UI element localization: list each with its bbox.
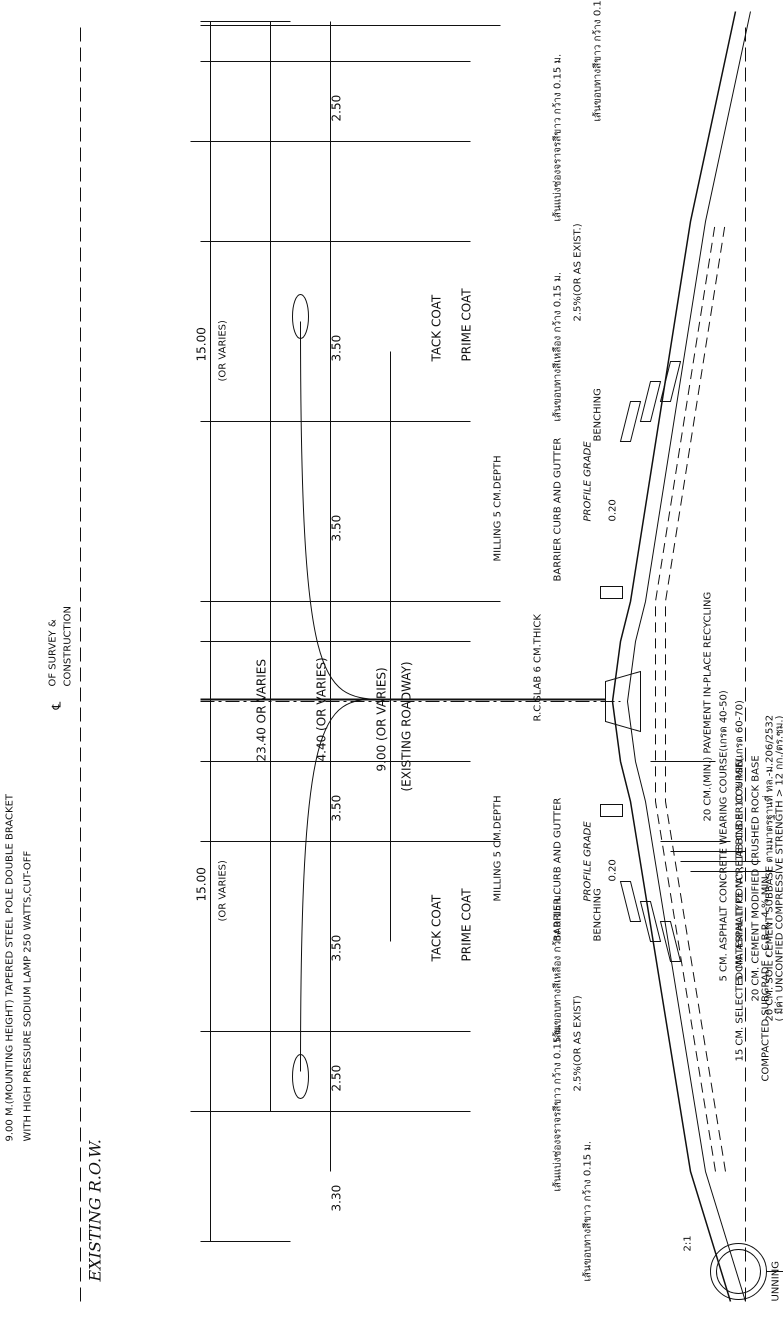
dim-left-half-varies: (OR VARIES) bbox=[217, 859, 228, 921]
layer-1: 5 CM. ASPHALT CONCRETE WEARING COURSE(เก… bbox=[718, 690, 729, 981]
dim-lane-right-outer: 3.50 bbox=[329, 334, 343, 361]
dim-outer-left: 3.30 bbox=[329, 1184, 343, 1211]
drain-pipe-inner bbox=[715, 1248, 761, 1294]
slope-right: 2.5%(OR AS EXIST.) bbox=[572, 223, 583, 321]
yellow-line-left: เส้นขอบทางสีเหลือง กว้าง 0.15 ม. bbox=[551, 891, 563, 1041]
prime-coat-left: PRIME COAT bbox=[459, 887, 473, 961]
tack-coat-right: TACK COAT bbox=[429, 294, 443, 362]
dim-lane-left-inner: 3.50 bbox=[329, 794, 343, 821]
centerline-line1: OF SURVEY & bbox=[47, 619, 58, 686]
tack-coat-left: TACK COAT bbox=[429, 894, 443, 962]
layer-7: COMPACTED SUBGRADE , C.B.R. 4 % MIN. bbox=[760, 873, 771, 1081]
drain-pipe-outer bbox=[709, 1242, 767, 1300]
benching-right bbox=[619, 360, 681, 442]
layer-2: 5 CM. ASPHALT CONCRETE BINDER COURSE(เกร… bbox=[734, 700, 745, 981]
edge-line-right: เส้นขอบทางสีขาว กว้าง 0.15 ม. bbox=[591, 0, 603, 121]
milling-right: MILLING 5 CM.DEPTH bbox=[492, 455, 503, 561]
dim-right-half: 15.00 bbox=[194, 327, 208, 361]
barrier-curb-left bbox=[599, 803, 623, 817]
benching-left bbox=[619, 880, 681, 962]
dim-shoulder-left: 2.50 bbox=[329, 1064, 343, 1091]
layer-6: 15 CM. SELECTED MATERIAL TYPE "A" , LAB … bbox=[734, 756, 745, 1061]
dim-lane-right-inner: 3.50 bbox=[329, 514, 343, 541]
pipe-label: UNNING bbox=[770, 1261, 781, 1301]
lane-line-right: เส้นแบ่งช่องจราจรสีขาว กว้าง 0.15 ม. bbox=[551, 53, 563, 221]
benching-right-label: BENCHING bbox=[592, 388, 603, 441]
layer-3: 20 CM. CEMENT MODIFIED CRUSHED ROCK BASE bbox=[750, 755, 761, 1001]
lamp-arm-right bbox=[299, 320, 381, 700]
dim-existing-label: (EXISTING ROADWAY) bbox=[399, 661, 413, 791]
centerline-line2: CONSTRUCTION bbox=[62, 606, 73, 686]
side-slope: 2:1 bbox=[682, 1235, 693, 1251]
prime-coat-right: PRIME COAT bbox=[459, 287, 473, 361]
subbase-line bbox=[664, 220, 726, 1172]
layer-0: 20 CM.(MIN.) PAVEMENT IN-PLACE RECYCLING bbox=[702, 591, 713, 821]
dim-lane-left-outer: 3.50 bbox=[329, 934, 343, 961]
dim-existing: 9.00 (OR VARIES) bbox=[374, 667, 388, 771]
yellow-line-right: เส้นขอบทางสีเหลือง กว้าง 0.15 ม. bbox=[551, 271, 563, 421]
rc-slab: R.C.SLAB 6 CM.THICK bbox=[532, 613, 543, 721]
lamp-note-line1: 9.00 M.(MOUNTING HEIGHT) TAPERED STEEL P… bbox=[4, 793, 15, 1141]
lamp-head-right bbox=[291, 293, 309, 339]
dim-right-half-varies: (OR VARIES) bbox=[217, 319, 228, 381]
benching-left-label: BENCHING bbox=[592, 888, 603, 941]
slope-left: 2.5%(OR AS EXIST) bbox=[572, 995, 583, 1091]
edge-line-left: เส้นขอบทางสีขาว กว้าง 0.15 ม. bbox=[581, 1140, 593, 1281]
milling-left: MILLING 5 CM.DEPTH bbox=[492, 795, 503, 901]
barrier-curb-right-label: BARRIER CURB AND GUTTER bbox=[552, 437, 563, 581]
lamp-arm-left bbox=[299, 698, 381, 1072]
dim-median: 4.40 (OR VARIES) bbox=[314, 657, 328, 761]
profile-grade-right: PROFILE GRADE bbox=[582, 440, 593, 521]
dim-total: 23.40 OR VARIES bbox=[254, 659, 268, 762]
benching-width-left: 0.20 bbox=[607, 859, 618, 881]
layer-4: 20 CM. SOIL CEMENT SUBBASE ตามมาตรฐานที่… bbox=[761, 714, 775, 1021]
dim-shoulder-right: 2.50 bbox=[329, 94, 343, 121]
barrier-curb-left-label: BARRIER CURB AND GUTTER bbox=[552, 797, 563, 941]
layer-5: ( มีค่า UNCONFIED COMPRESSIVE STRENGTH >… bbox=[773, 715, 783, 1021]
dim-left-half: 15.00 bbox=[194, 867, 208, 901]
row-label: EXISTING R.O.W. bbox=[85, 1139, 104, 1282]
lane-line-left: เส้นแบ่งช่องจราจรสีขาว กว้าง 0.15 ม. bbox=[551, 1023, 563, 1191]
barrier-curb-right bbox=[599, 585, 623, 599]
lamp-head-left bbox=[291, 1053, 309, 1099]
centerline-symbol: ℄ bbox=[49, 701, 63, 710]
benching-width-right: 0.20 bbox=[607, 499, 618, 521]
road-surface bbox=[611, 10, 736, 1302]
lamp-note-line2: WITH HIGH PRESSURE SODIUM LAMP 250 WATTS… bbox=[22, 850, 33, 1141]
pavement-bottom bbox=[626, 10, 751, 1302]
profile-grade-left: PROFILE GRADE bbox=[582, 820, 593, 901]
